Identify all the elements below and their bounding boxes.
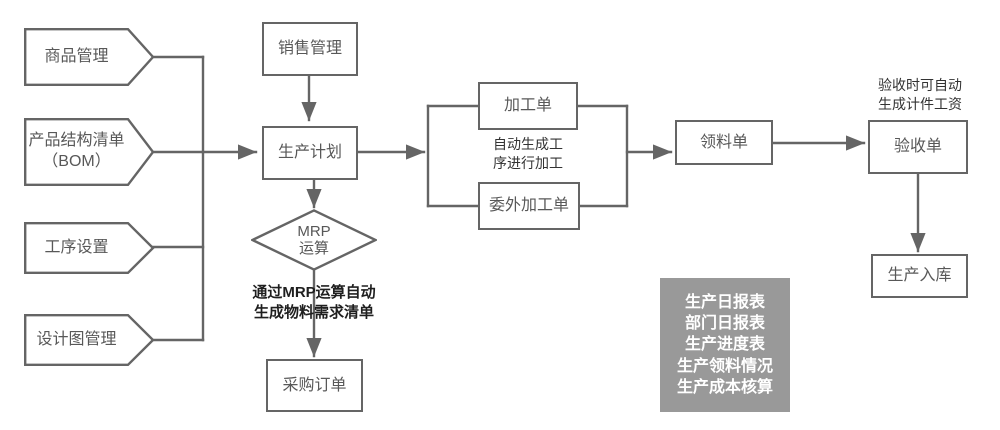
annotation-mrp-note: 通过MRP运算自动 生成物料需求清单 <box>252 284 376 322</box>
node-material-requisition[interactable]: 领料单 <box>675 120 773 165</box>
node-production-warehousing[interactable]: 生产入库 <box>871 254 968 298</box>
node-mrp-calculation[interactable]: MRP 运算 <box>251 209 377 271</box>
input-node-2[interactable]: 工序设置 <box>24 222 155 274</box>
report-item-0[interactable]: 生产日报表 <box>684 294 765 312</box>
report-item-1[interactable]: 部门日报表 <box>684 315 765 333</box>
report-item-2[interactable]: 生产进度表 <box>684 336 765 354</box>
node-sales-management[interactable]: 销售管理 <box>262 22 358 76</box>
report-item-3[interactable]: 生产领料情况 <box>676 357 773 375</box>
node-mrp-line-1: MRP <box>297 222 331 240</box>
annotation-acceptance-note: 验收时可自动 生成计件工资 <box>878 77 962 112</box>
input-node-3-label: 设计图管理 <box>36 330 117 348</box>
annotation-process-note: 自动生成工 序进行加工 <box>493 136 563 171</box>
input-node-3[interactable]: 设计图管理 <box>24 314 155 366</box>
pentagon-shape <box>24 28 155 86</box>
report-item-4[interactable]: 生产成本核算 <box>676 378 773 396</box>
input-node-2-label: 工序设置 <box>44 238 109 256</box>
reports-panel: 生产日报表 部门日报表 生产进度表 生产领料情况 生产成本核算 <box>660 278 790 412</box>
diamond-shape <box>251 209 377 271</box>
node-acceptance-order[interactable]: 验收单 <box>868 120 968 174</box>
pentagon-shape <box>24 222 155 274</box>
pentagon-shape <box>24 118 155 186</box>
node-production-plan[interactable]: 生产计划 <box>262 126 358 180</box>
node-purchase-order[interactable]: 采购订单 <box>266 359 363 412</box>
input-node-0-label: 商品管理 <box>44 47 109 65</box>
input-node-1[interactable]: 产品结构清单 （BOM） <box>24 118 155 186</box>
node-mrp-line-2: 运算 <box>298 240 329 257</box>
node-process-order[interactable]: 加工单 <box>478 82 578 130</box>
input-node-0[interactable]: 商品管理 <box>24 28 155 86</box>
input-node-1-label: 产品结构清单 （BOM） <box>28 132 125 170</box>
pentagon-shape <box>24 314 155 366</box>
node-outsourced-process-order[interactable]: 委外加工单 <box>478 182 580 230</box>
